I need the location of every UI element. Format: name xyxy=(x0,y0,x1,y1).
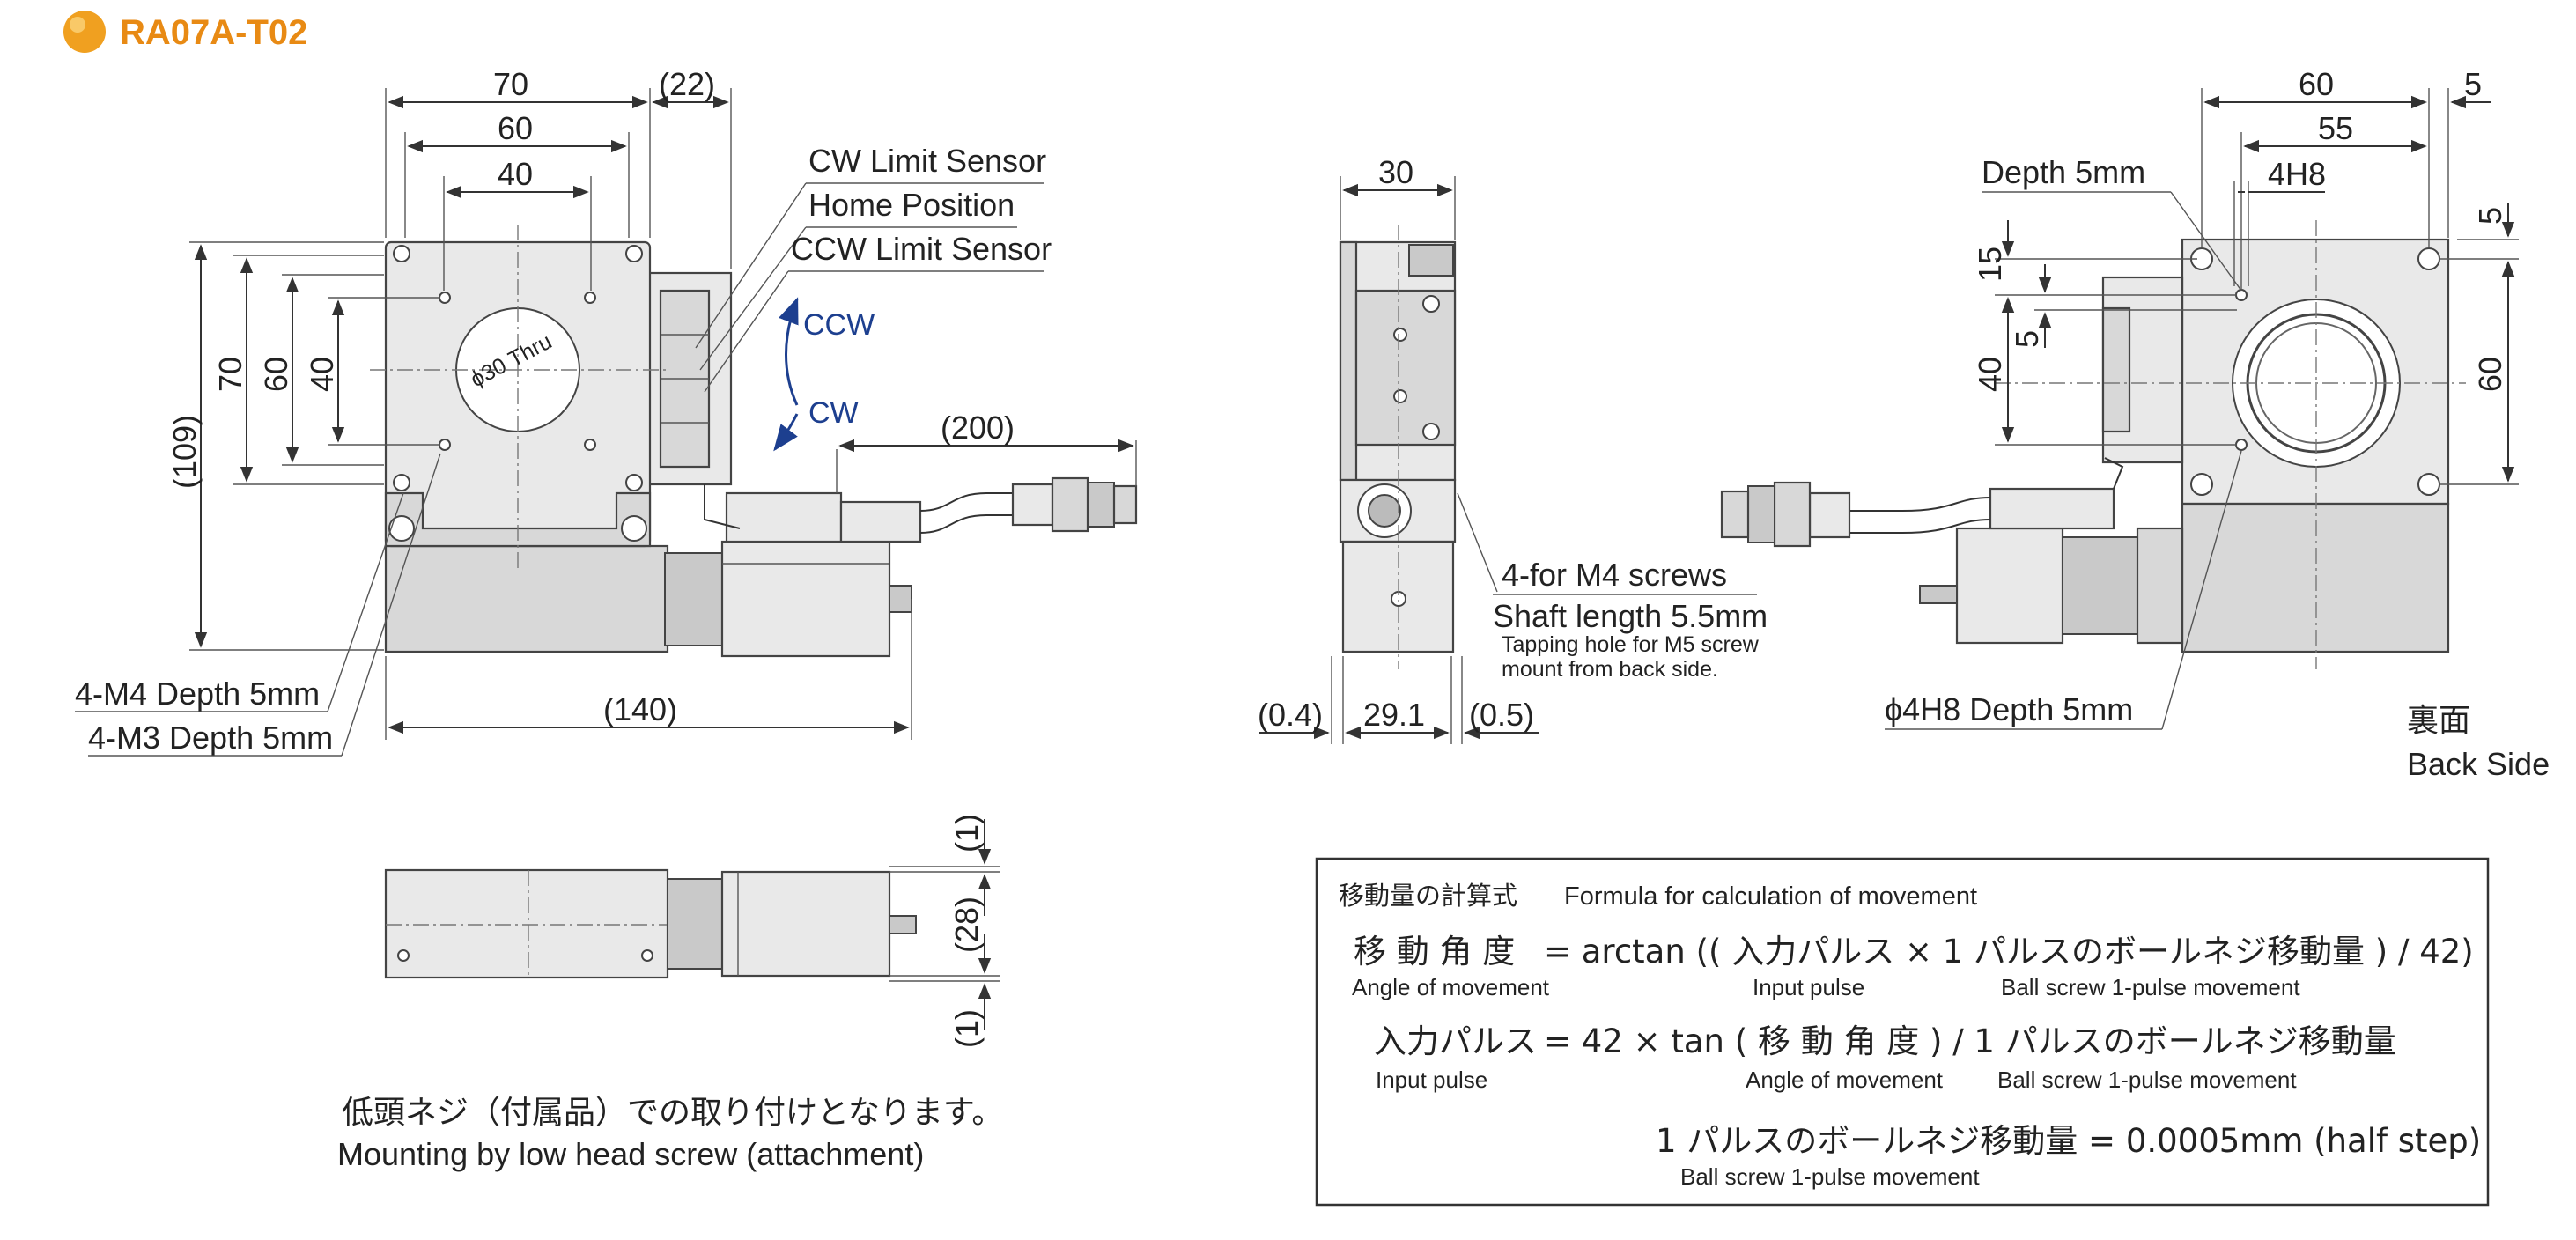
dim-back-v40: 40 xyxy=(1972,357,2008,392)
back-depth-label: Depth 5mm xyxy=(1982,154,2145,190)
back-pin-label: ϕ4H8 Depth 5mm xyxy=(1885,691,2133,727)
row1-sub-input: Input pulse xyxy=(1753,974,1864,1000)
row1-lhs-jp: 移 動 角 度 xyxy=(1354,933,1515,971)
side-view: 30 (0.4) 29.1 (0.5) 4-for M4 screws Shaf… xyxy=(1258,154,1768,744)
row1-sub-ballscrew: Ball screw 1-pulse movement xyxy=(2001,974,2300,1000)
dim-w60: 60 xyxy=(498,110,533,146)
row3-sub-ballscrew: Ball screw 1-pulse movement xyxy=(1680,1163,1980,1190)
hole-m3-label: 4-M3 Depth 5mm xyxy=(88,720,333,756)
dim-h109: (109) xyxy=(166,415,203,489)
bottom-view: (1) (28) (1) 低頭ネジ（付属品）での取り付けとなります。 Mount… xyxy=(337,814,1003,1172)
dim-back-w60: 60 xyxy=(2299,66,2334,102)
title-bullet-icon xyxy=(63,11,106,53)
dim-side-d05: (0.5) xyxy=(1469,697,1534,733)
row2-sub-ballscrew: Ball screw 1-pulse movement xyxy=(1997,1067,2297,1093)
formula-heading-jp: 移動量の計算式 xyxy=(1339,881,1517,911)
hole-m4-label: 4-M4 Depth 5mm xyxy=(75,675,320,712)
bottom-note-en: Mounting by low head screw (attachment) xyxy=(337,1136,924,1172)
dim-back-v60: 60 xyxy=(2472,357,2508,392)
dim-back-r5: 5 xyxy=(2472,207,2508,225)
dim-len140: (140) xyxy=(603,691,677,727)
dim-back-v15: 15 xyxy=(1972,247,2008,282)
front-view: 70 60 40 (22) (109) 70 60 40 (140) xyxy=(75,66,1138,757)
dim-cable200: (200) xyxy=(941,410,1015,446)
dim-back-4h8: 4H8 xyxy=(2268,156,2326,192)
dim-side-d291: 29.1 xyxy=(1363,697,1425,733)
sensor-home-label: Home Position xyxy=(808,187,1015,223)
dim-bottom-t28: (28) xyxy=(948,897,985,953)
row2-equation: = 42 × tan ( 移 動 角 度 ) / 1 パルスのボールネジ移動量 xyxy=(1544,1022,2396,1060)
dim-w70: 70 xyxy=(493,66,528,102)
dim-side-w30: 30 xyxy=(1378,154,1413,190)
formula-box: 移動量の計算式 Formula for calculation of movem… xyxy=(1315,857,2490,1207)
dim-bottom-t1a: (1) xyxy=(948,814,985,852)
sensor-ccw-label: CCW Limit Sensor xyxy=(791,231,1052,267)
bottom-note-jp: 低頭ネジ（付属品）での取り付けとなります。 xyxy=(342,1095,1003,1131)
side-note-m4: 4-for M4 screws xyxy=(1502,557,1727,593)
dim-h40: 40 xyxy=(304,357,340,392)
dim-back-v5: 5 xyxy=(2009,330,2045,348)
row2-lhs-jp: 入力パルス xyxy=(1374,1022,1537,1060)
row2-lhs-en: Input pulse xyxy=(1376,1067,1487,1093)
dim-w22: (22) xyxy=(659,66,715,102)
dim-w40: 40 xyxy=(498,156,533,192)
dim-h70: 70 xyxy=(212,357,248,392)
sensor-cw-label: CW Limit Sensor xyxy=(808,143,1046,179)
row1-equation: = arctan (( 入力パルス × 1 パルスのボールネジ移動量 ) / 4… xyxy=(1544,933,2474,971)
back-view: 60 5 55 4H8 Depth 5mm 5 60 15 5 xyxy=(1720,66,2550,782)
side-note-shaft: Shaft length 5.5mm xyxy=(1493,598,1768,634)
dim-bottom-t1b: (1) xyxy=(948,1009,985,1048)
dim-back-w5: 5 xyxy=(2464,66,2482,102)
dim-h60: 60 xyxy=(258,357,294,392)
row1-lhs-en: Angle of movement xyxy=(1352,974,1550,1000)
dim-side-d04: (0.4) xyxy=(1258,697,1323,733)
rotation-ccw-label: CCW xyxy=(803,308,875,342)
formula-heading-en: Formula for calculation of movement xyxy=(1564,882,1977,911)
row2-sub-angle: Angle of movement xyxy=(1746,1067,1944,1093)
back-side-label-en: Back Side xyxy=(2407,746,2550,782)
side-note-tapping: Tapping hole for M5 screw xyxy=(1502,632,1760,657)
rotation-cw-label: CW xyxy=(808,396,859,430)
row3-equation: 1 パルスのボールネジ移動量 = 0.0005mm (half step) xyxy=(1656,1122,2481,1160)
header: RA07A-T02 xyxy=(63,11,307,53)
model-title: RA07A-T02 xyxy=(120,13,307,52)
side-note-mount: mount from back side. xyxy=(1502,657,1718,682)
dim-back-w55: 55 xyxy=(2318,110,2353,146)
back-side-label-jp: 裏面 xyxy=(2407,703,2470,739)
